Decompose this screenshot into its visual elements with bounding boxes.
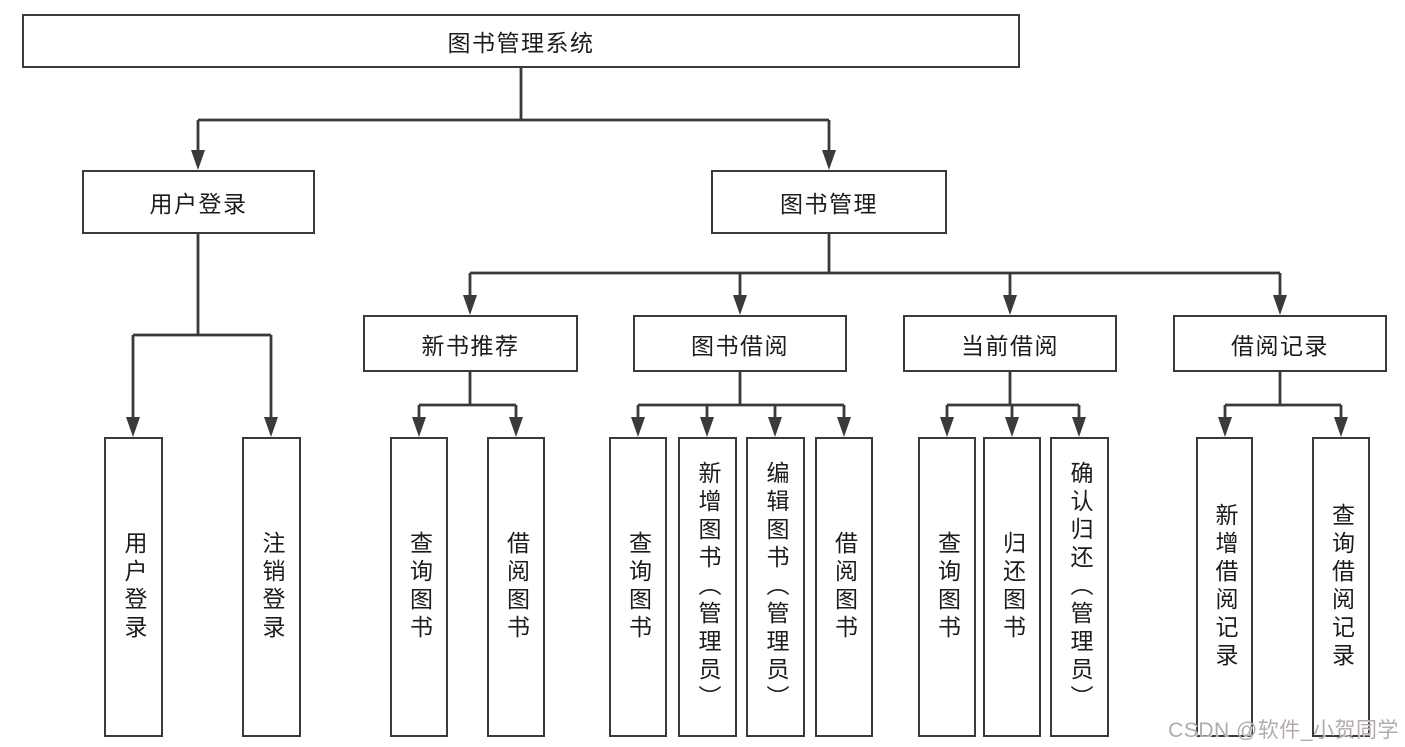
node-book-management: 图书管理 xyxy=(711,170,947,234)
leaf-query-books-current: 查询图书 xyxy=(918,437,976,737)
arrowheads xyxy=(126,150,1348,437)
node-library-management-system: 图书管理系统 xyxy=(22,14,1020,68)
node-new-book-recommendation: 新书推荐 xyxy=(363,315,578,372)
leaf-edit-books-admin: 编辑图书（管理员） xyxy=(746,437,805,737)
leaf-query-books-recommend: 查询图书 xyxy=(390,437,448,737)
leaf-add-borrow-record: 新增借阅记录 xyxy=(1196,437,1253,737)
node-user-login: 用户登录 xyxy=(82,170,315,234)
leaf-borrow-books: 借阅图书 xyxy=(815,437,873,737)
leaf-borrow-books-recommend: 借阅图书 xyxy=(487,437,545,737)
tree-edges xyxy=(131,68,1343,420)
leaf-query-borrow-record: 查询借阅记录 xyxy=(1312,437,1370,737)
leaf-return-books: 归还图书 xyxy=(983,437,1041,737)
node-book-borrowing: 图书借阅 xyxy=(633,315,847,372)
node-borrowing-records: 借阅记录 xyxy=(1173,315,1387,372)
node-current-borrowing: 当前借阅 xyxy=(903,315,1117,372)
leaf-query-books-borrowing: 查询图书 xyxy=(609,437,667,737)
watermark: CSDN @软件_小贺同学 xyxy=(1168,719,1399,742)
leaf-add-books-admin: 新增图书（管理员） xyxy=(678,437,737,737)
leaf-confirm-return-admin: 确认归还（管理员） xyxy=(1050,437,1109,737)
leaf-user-login: 用户登录 xyxy=(104,437,163,737)
leaf-logout: 注销登录 xyxy=(242,437,301,737)
